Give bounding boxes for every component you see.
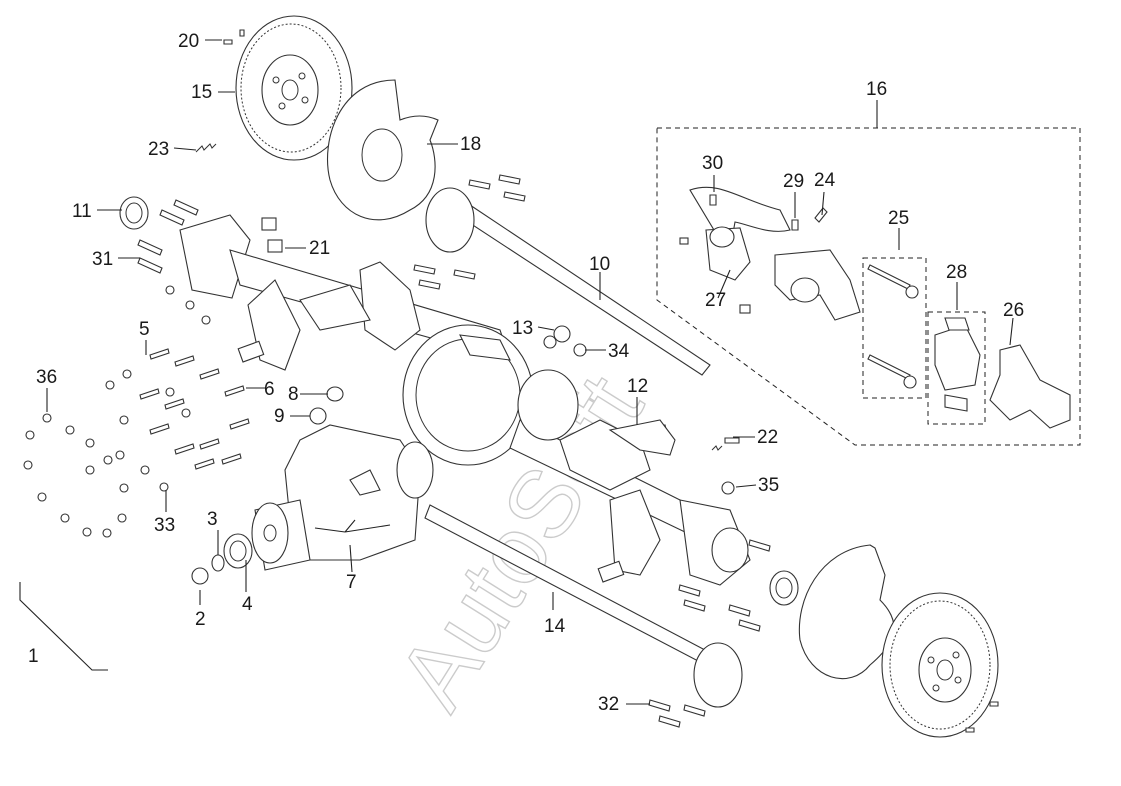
plug-13	[543, 325, 571, 349]
differential-carrier	[251, 424, 434, 571]
seal-4	[223, 533, 253, 569]
label-22: 22	[757, 427, 778, 448]
label-35: 35	[758, 475, 779, 496]
washer-34	[573, 343, 587, 357]
stud-group	[139, 348, 250, 470]
label-28: 28	[946, 262, 967, 283]
brake-pads-28	[934, 317, 981, 412]
callout-labels: 1 2 3 4 5 6 7 8 9 10 11 12 13 14 15 16 1…	[28, 31, 1024, 715]
group-28-dashed-frame	[927, 311, 986, 425]
guide-pins-25	[867, 264, 919, 389]
label-15: 15	[191, 82, 212, 103]
gasket-8	[326, 386, 344, 402]
label-4: 4	[242, 594, 253, 615]
bolts-21	[261, 217, 283, 253]
spring-23	[195, 143, 217, 153]
label-10: 10	[589, 254, 610, 275]
brake-disc-upper	[235, 15, 353, 161]
label-29: 29	[783, 171, 804, 192]
screw-20	[223, 29, 245, 45]
label-23: 23	[148, 139, 169, 160]
label-25: 25	[888, 208, 909, 229]
label-11: 11	[72, 201, 92, 222]
label-6: 6	[264, 379, 275, 400]
washer-3	[211, 554, 225, 572]
label-32: 32	[598, 694, 619, 715]
brake-disc-lower	[881, 592, 999, 738]
label-21: 21	[309, 238, 330, 259]
label-5: 5	[139, 319, 150, 340]
label-2: 2	[195, 609, 206, 630]
label-1: 1	[28, 646, 39, 667]
caliper-bracket-26	[989, 344, 1071, 429]
group-25-dashed-frame	[862, 257, 927, 399]
axle-housing	[179, 214, 751, 586]
nut-group	[23, 285, 211, 538]
oil-seal-lower	[769, 570, 799, 606]
shield-hole	[361, 128, 403, 182]
label-36: 36	[36, 367, 57, 388]
label-27: 27	[705, 290, 726, 311]
label-33: 33	[154, 515, 175, 536]
oil-seal-11	[119, 196, 149, 230]
caliper-assembly	[679, 186, 861, 321]
label-18: 18	[460, 134, 481, 155]
label-3: 3	[207, 509, 218, 530]
label-26: 26	[1003, 300, 1024, 321]
label-24: 24	[814, 170, 836, 191]
label-12: 12	[627, 376, 648, 397]
nut-2	[191, 567, 209, 585]
axle-shaft-upper	[413, 174, 711, 376]
label-9: 9	[274, 406, 285, 427]
label-34: 34	[608, 341, 630, 362]
label-20: 20	[178, 31, 199, 52]
screw-lower	[965, 701, 999, 733]
label-31: 31	[92, 249, 113, 270]
label-13: 13	[512, 318, 533, 339]
leader-lines	[19, 39, 1014, 705]
bolt-22	[711, 437, 740, 451]
plug-9	[309, 407, 327, 425]
bracket-12	[608, 419, 676, 456]
label-14: 14	[544, 616, 566, 637]
label-16: 16	[866, 79, 887, 100]
label-8: 8	[288, 384, 299, 405]
axle-shaft-lower	[424, 504, 771, 728]
label-7: 7	[346, 572, 357, 593]
bolt-35	[721, 481, 735, 495]
bolts-31	[137, 199, 199, 274]
group-16-dashed-frame	[656, 127, 1081, 446]
dust-shield-upper	[326, 79, 439, 221]
label-30: 30	[702, 153, 723, 174]
dust-shield-lower	[798, 544, 895, 680]
